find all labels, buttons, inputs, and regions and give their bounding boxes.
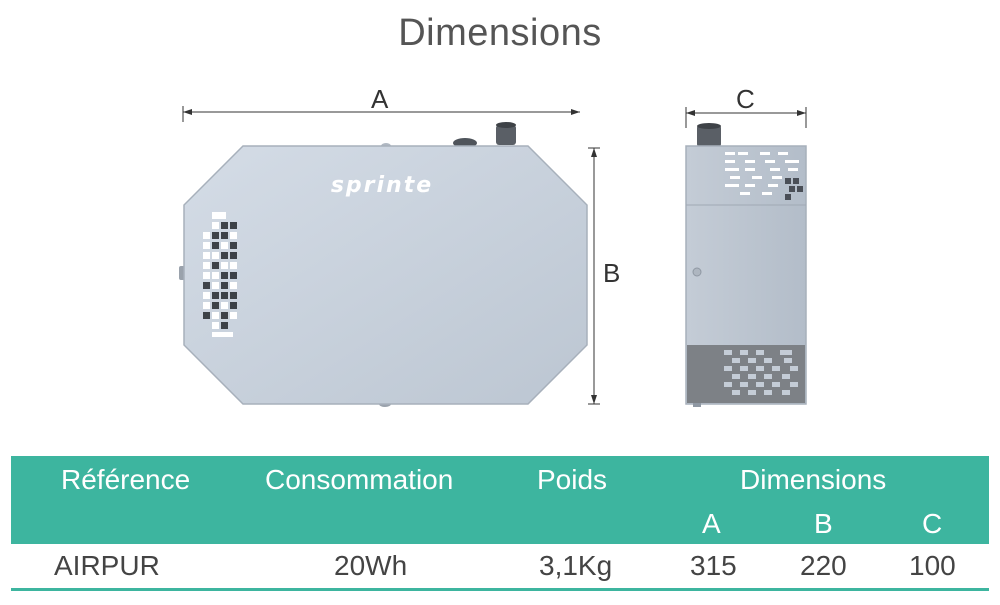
brand-logo: sprinte: [331, 173, 433, 198]
header-dim-a: A: [702, 508, 721, 539]
side-bottom-vents: [724, 350, 798, 395]
side-top-vents: [725, 152, 799, 195]
cell-dim-b: 220: [800, 550, 847, 581]
product-drawing: sprinte: [179, 106, 807, 407]
header-dim-b: B: [814, 508, 833, 539]
header-poids: Poids: [537, 464, 608, 495]
dimension-b-line: [588, 147, 600, 405]
device-side-view: [685, 123, 807, 407]
cell-dim-c: 100: [909, 550, 956, 581]
cell-consommation: 20Wh: [334, 550, 408, 581]
header-consommation: Consommation: [265, 464, 454, 495]
spec-table: Référence Consommation Poids Dimensions …: [11, 456, 989, 591]
table-row: AIRPUR 20Wh 3,1Kg 315 220 100: [11, 544, 989, 591]
header-reference: Référence: [61, 464, 191, 495]
dimension-a-line: [182, 106, 580, 122]
dimension-c-label: C: [736, 84, 755, 114]
dimension-b-label: B: [603, 258, 621, 288]
front-vent-grid: [203, 212, 237, 337]
cell-reference: AIRPUR: [54, 550, 160, 581]
dimension-a-label: A: [371, 84, 389, 114]
dimension-c-line: [685, 107, 807, 128]
header-dim-c: C: [922, 508, 943, 539]
device-front-view: sprinte: [179, 122, 588, 407]
page-title: Dimensions: [398, 12, 602, 54]
side-top-vent-dark: [785, 178, 803, 200]
cell-poids: 3,1Kg: [539, 550, 613, 581]
table-header: Référence Consommation Poids Dimensions …: [11, 456, 989, 544]
cell-dim-a: 315: [690, 550, 737, 581]
header-dimensions: Dimensions: [740, 464, 887, 495]
